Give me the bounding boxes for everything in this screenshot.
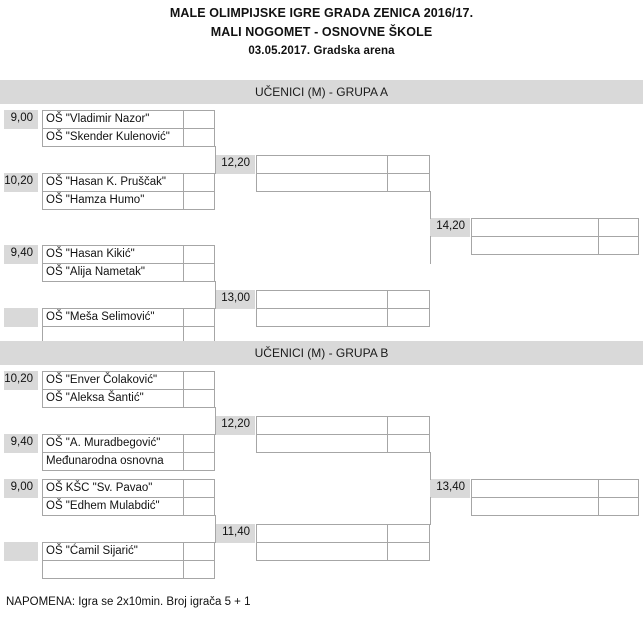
team-slot[interactable]: OŠ "Enver Čolaković" [42,371,184,390]
score-box[interactable] [598,218,639,237]
match-time: 9,40 [4,245,38,264]
bracket-connector [430,236,431,264]
bracket-group-a: 9,00 OŠ "Vladimir Nazor" OŠ "Skender Kul… [0,110,643,345]
match-time: 14,20 [430,218,470,237]
title-line-1: MALE OLIMPIJSKE IGRE GRADA ZENICA 2016/1… [169,6,474,20]
team-slot[interactable]: OŠ "Alija Nametak" [42,263,184,282]
bracket-connector [215,146,216,174]
match-time: 9,40 [4,434,38,453]
page-title: MALE OLIMPIJSKE IGRE GRADA ZENICA 2016/1… [0,4,643,61]
bracket-connector [430,497,431,525]
score-box[interactable] [183,245,215,264]
group-b-header: UČENICI (M) - GRUPA B [0,341,643,365]
score-box[interactable] [387,173,430,192]
match-time: 12,20 [215,155,255,174]
match-time: 10,20 [4,371,38,390]
title-line-2: MALI NOGOMET - OSNOVNE ŠKOLE [210,25,433,39]
bracket-connector [430,191,431,219]
score-box[interactable] [183,497,215,516]
team-slot[interactable]: OŠ "Vladimir Nazor" [42,110,184,129]
team-slot[interactable]: OŠ "Hasan Kikić" [42,245,184,264]
score-box[interactable] [183,542,215,561]
score-box[interactable] [183,560,215,579]
bracket-connector [215,515,216,543]
match-time: 9,00 [4,110,38,129]
team-slot[interactable] [256,542,388,561]
team-slot[interactable] [256,524,388,543]
score-box[interactable] [183,479,215,498]
team-slot[interactable] [471,236,599,255]
team-slot[interactable] [471,497,599,516]
match-time: 11,40 [215,524,255,543]
match-time [4,308,38,327]
score-box[interactable] [183,110,215,129]
score-box[interactable] [598,236,639,255]
match-time: 13,40 [430,479,470,498]
team-slot[interactable]: OŠ "Edhem Mulabdić" [42,497,184,516]
score-box[interactable] [183,191,215,210]
score-box[interactable] [598,497,639,516]
score-box[interactable] [183,389,215,408]
team-slot[interactable]: OŠ "Meša Selimović" [42,308,184,327]
match-time: 10,20 [4,173,38,192]
score-box[interactable] [183,173,215,192]
footer-note: NAPOMENA: Igra se 2x10min. Broj igrača 5… [6,596,251,608]
team-slot[interactable]: OŠ "Ćamil Sijarić" [42,542,184,561]
team-slot[interactable] [256,308,388,327]
team-slot[interactable]: Međunarodna osnovna [42,452,184,471]
team-slot[interactable] [42,560,184,579]
title-line-3: 03.05.2017. Gradska arena [248,45,395,57]
team-slot[interactable]: OŠ KŠC "Sv. Pavao" [42,479,184,498]
score-box[interactable] [387,308,430,327]
team-slot[interactable] [256,416,388,435]
team-slot[interactable] [471,479,599,498]
match-time [4,542,38,561]
team-slot[interactable] [471,218,599,237]
bracket-connector [215,407,216,435]
team-slot[interactable] [256,173,388,192]
score-box[interactable] [387,542,430,561]
score-box[interactable] [387,416,430,435]
score-box[interactable] [598,479,639,498]
score-box[interactable] [183,452,215,471]
team-slot[interactable]: OŠ "Skender Kulenović" [42,128,184,147]
score-box[interactable] [387,434,430,453]
group-a-header: UČENICI (M) - GRUPA A [0,80,643,104]
team-slot[interactable]: OŠ "Hamza Humo" [42,191,184,210]
team-slot[interactable] [256,434,388,453]
score-box[interactable] [387,290,430,309]
match-time: 9,00 [4,479,38,498]
score-box[interactable] [387,155,430,174]
score-box[interactable] [183,308,215,327]
bracket-group-b: 10,20 OŠ "Enver Čolaković" OŠ "Aleksa Ša… [0,371,643,579]
team-slot[interactable] [256,290,388,309]
team-slot[interactable]: OŠ "Aleksa Šantić" [42,389,184,408]
team-slot[interactable]: OŠ "A. Muradbegović" [42,434,184,453]
match-time: 12,20 [215,416,255,435]
bracket-connector [430,452,431,480]
match-time: 13,00 [215,290,255,309]
team-slot[interactable] [256,155,388,174]
score-box[interactable] [183,263,215,282]
score-box[interactable] [183,434,215,453]
team-slot[interactable]: OŠ "Hasan K. Pruščak" [42,173,184,192]
score-box[interactable] [387,524,430,543]
score-box[interactable] [183,371,215,390]
score-box[interactable] [183,128,215,147]
bracket-connector [215,281,216,309]
